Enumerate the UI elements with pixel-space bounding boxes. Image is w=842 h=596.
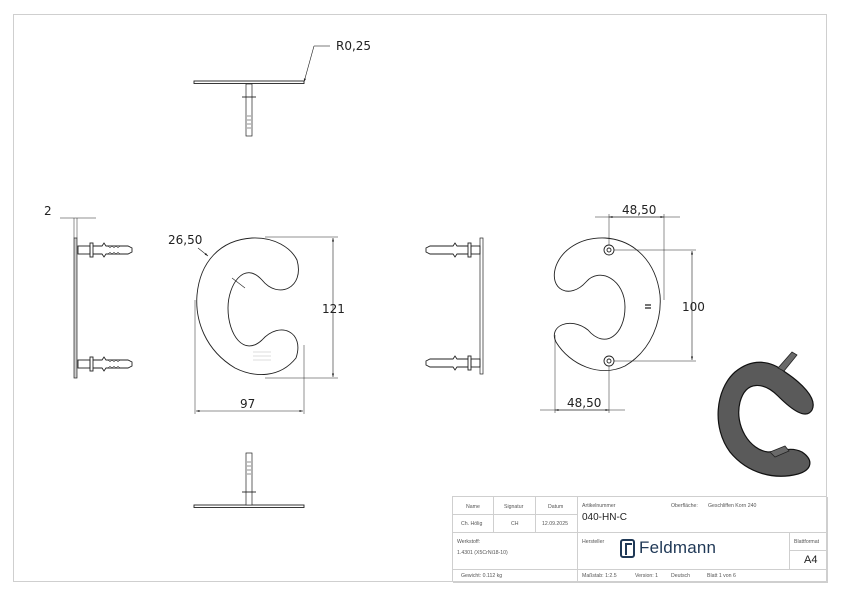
author-name: Ch. Hölig: [461, 521, 483, 527]
title-block: Name Signatur Datum Ch. Hölig CH 12.09.2…: [452, 496, 828, 583]
manufacturer-label: Hersteller: [582, 539, 605, 545]
format-value: A4: [804, 554, 818, 566]
width-label: 97: [240, 397, 255, 411]
material-value: 1.4301 (X5CrNi18-10): [457, 550, 508, 556]
article-label: Artikelnummer: [582, 503, 616, 509]
inner-radius-label: 26,50: [168, 233, 202, 247]
sheet-number: Blatt 1 von 6: [707, 573, 736, 579]
top-view: [193, 45, 330, 137]
surface-label: Oberfläche:: [671, 503, 698, 509]
right-side-view: [425, 237, 484, 375]
back-view: [540, 214, 696, 413]
weight: Gewicht: 0.112 kg: [461, 573, 503, 579]
radius-edge-label: R0,25: [336, 39, 371, 53]
isometric-3d-view: [717, 351, 814, 477]
material-label: Werkstoff:: [457, 539, 481, 545]
height-label: 121: [322, 302, 345, 316]
thickness-label: 2: [44, 204, 52, 218]
drawing-frame: [13, 14, 827, 582]
hole-offset-bottom-label: 48,50: [567, 396, 601, 410]
format-label: Blattformat: [794, 539, 820, 545]
name-header: Name: [466, 504, 480, 510]
hole-offset-top-label: 48,50: [622, 203, 656, 217]
signature-header: Signatur: [504, 504, 524, 510]
date-header: Datum: [548, 504, 564, 510]
front-view: [194, 236, 338, 414]
hole-spacing-label: 100: [682, 300, 705, 314]
scale: Maßstab: 1:2.5: [582, 573, 617, 579]
feldmann-logo: Feldmann: [620, 538, 716, 558]
bottom-view: [193, 452, 305, 508]
left-side-view: [60, 217, 133, 379]
author-signature: CH: [511, 521, 519, 527]
surface-value: Geschliffen Korn 240: [708, 503, 757, 509]
language: Deutsch: [671, 573, 691, 579]
feldmann-logo-icon: [620, 538, 635, 558]
version: Version: 1: [635, 573, 659, 579]
article-number: 040-HN-C: [582, 512, 628, 523]
brand-name: Feldmann: [639, 538, 717, 557]
drawing-date: 12.09.2025: [542, 521, 568, 527]
